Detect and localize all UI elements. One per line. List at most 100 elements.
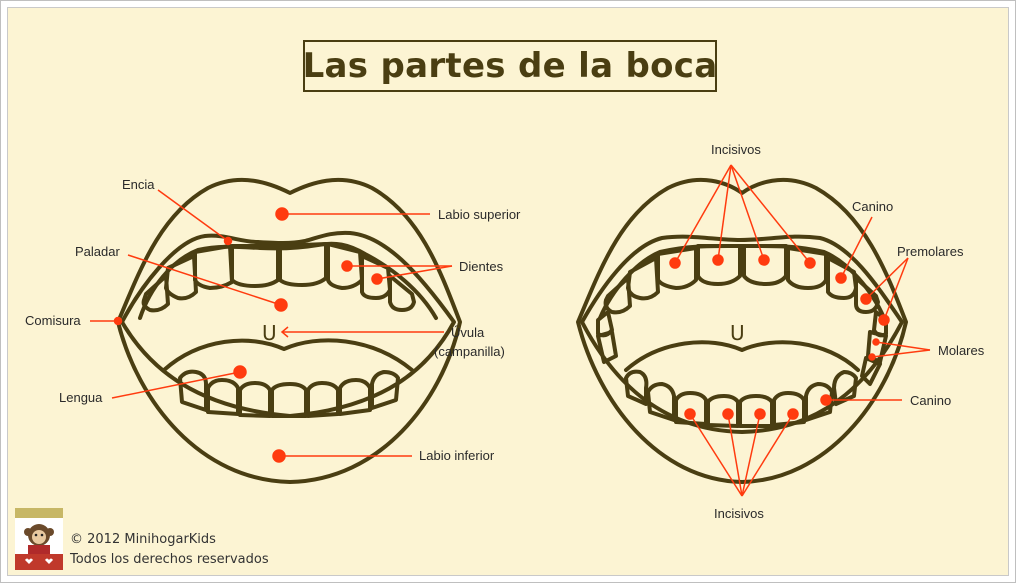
right-lower-tooth [624, 369, 649, 406]
label-dientes: Dientes [459, 259, 504, 274]
right-lower-tooth [646, 382, 676, 422]
leader-molares-1 [875, 341, 931, 351]
right-lips-outline [576, 177, 908, 484]
marker-incisivo-bottom [787, 408, 799, 420]
right-labels: Incisivos Canino Premolares Molares Cani… [711, 142, 985, 521]
left-tongue [162, 338, 414, 372]
left-upper-tooth [164, 254, 198, 301]
marker-incisivo-top [669, 257, 681, 269]
marker-dientes-2 [371, 273, 383, 285]
leader-incisivos-bottom-4 [741, 413, 794, 497]
leader-incisivos-top-3 [730, 164, 765, 261]
leader-encia [157, 189, 229, 242]
leader-lengua [111, 371, 241, 399]
footer: © 2012 MinihogarKids Todos los derechos … [15, 508, 315, 573]
leader-premolares-2 [883, 257, 909, 321]
right-upper-tooth [786, 246, 828, 290]
right-side-molar [860, 356, 882, 386]
leader-canino-top [840, 216, 873, 279]
label-incisivos-top: Incisivos [711, 142, 761, 157]
marker-incisivo-bottom [754, 408, 766, 420]
leader-incisivos-bottom-1 [689, 413, 743, 497]
marker-dientes-1 [341, 260, 353, 272]
marker-incisivo-top [758, 254, 770, 266]
leader-incisivos-top-1 [674, 164, 732, 264]
marker-labio-inferior [272, 449, 286, 463]
marker-lengua [233, 365, 247, 379]
leader-premolares-1 [865, 257, 909, 300]
diagram-panel [7, 7, 1009, 576]
left-mouth-cavity [120, 230, 456, 418]
marker-incisivo-top [712, 254, 724, 266]
label-canino-bottom: Canino [910, 393, 951, 408]
marker-molar [872, 338, 880, 346]
label-labio-inferior: Labio inferior [419, 448, 495, 463]
label-premolares: Premolares [897, 244, 964, 259]
label-incisivos-bottom: Incisivos [714, 506, 764, 521]
left-upper-tooth [193, 244, 234, 290]
leader-incisivos-bottom-2 [727, 413, 743, 497]
label-lengua: Lengua [59, 390, 103, 405]
right-lower-tooth [738, 394, 774, 428]
label-uvula: Úvula [451, 325, 485, 340]
right-upper-tooth [696, 244, 742, 286]
left-lips-outline [116, 177, 462, 484]
leader-dientes-2 [376, 265, 453, 280]
marker-incisivo-top [804, 257, 816, 269]
marker-canino-bottom [820, 394, 832, 406]
label-comisura: Comisura [25, 313, 81, 328]
left-uvula-glyph: U [262, 321, 277, 345]
marker-molar [868, 353, 876, 361]
right-upper-tooth [854, 276, 880, 314]
left-upper-tooth [278, 242, 328, 287]
right-tongue [624, 340, 860, 372]
marker-premolar [860, 293, 872, 305]
left-upper-tooth [141, 274, 170, 313]
copyright-text: © 2012 MinihogarKids [70, 532, 216, 547]
marker-comisura [113, 316, 123, 326]
label-labio-superior: Labio superior [438, 207, 521, 222]
right-upper-tooth [626, 256, 660, 301]
marker-labio-superior [275, 207, 289, 221]
marker-encia [223, 236, 233, 246]
rights-text: Todos los derechos reservados [70, 552, 269, 567]
marker-canino-top [835, 272, 847, 284]
right-mouth [576, 177, 908, 484]
left-lower-tooth [338, 378, 372, 416]
page-title: Las partes de la boca [302, 46, 718, 86]
label-encia: Encia [122, 177, 155, 192]
left-lower-tooth [178, 369, 208, 412]
left-mouth [116, 177, 462, 484]
label-campanilla: (campanilla) [434, 344, 505, 359]
label-paladar: Paladar [75, 244, 120, 259]
left-lower-tooth [270, 382, 308, 418]
right-lower-tooth [772, 391, 806, 427]
marker-paladar [274, 298, 288, 312]
right-uvula-glyph: U [730, 321, 745, 345]
right-mouth-cavity [580, 234, 904, 434]
right-markers [669, 164, 931, 497]
right-lower-tooth [832, 370, 858, 406]
marker-premolar [878, 314, 890, 326]
leader-uvula-arrow [280, 326, 289, 338]
left-labels: Encia Paladar Comisura Lengua Labio supe… [25, 177, 521, 463]
leader-incisivos-top-2 [717, 164, 732, 261]
label-molares: Molares [938, 343, 985, 358]
title-box: Las partes de la boca [303, 40, 717, 92]
right-upper-tooth [656, 246, 698, 290]
label-canino-top: Canino [852, 199, 893, 214]
right-lower-tooth [706, 394, 740, 428]
right-upper-tooth [603, 276, 632, 315]
left-lower-tooth [206, 378, 240, 416]
right-upper-tooth [742, 244, 788, 286]
left-lower-tooth [238, 381, 272, 418]
leader-incisivos-top-4 [730, 164, 811, 264]
left-lower-tooth [306, 381, 340, 418]
leader-molares-2 [871, 349, 931, 358]
marker-incisivo-bottom [722, 408, 734, 420]
minihogarkids-logo [15, 508, 63, 570]
left-lower-tooth [370, 370, 400, 410]
right-lower-tooth [804, 382, 834, 422]
